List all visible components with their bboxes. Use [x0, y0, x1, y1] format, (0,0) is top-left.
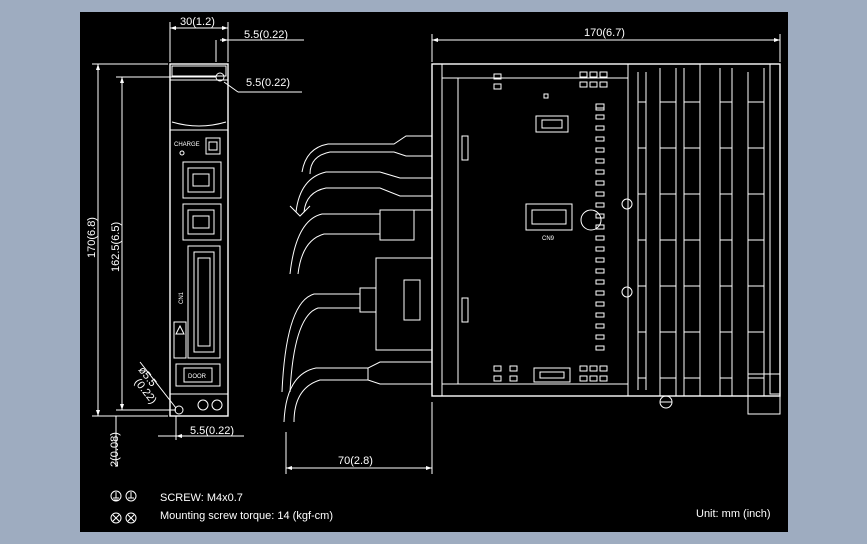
pcb-chip — [579, 71, 588, 78]
pcb-led — [595, 246, 605, 252]
pcb-chip — [589, 71, 598, 78]
dim-top-offset-b: 5.5(0.22) — [246, 77, 290, 89]
door-connector[interactable] — [175, 363, 221, 387]
pcb-led — [595, 202, 605, 208]
pcb-led — [595, 114, 605, 120]
pcb-led — [595, 257, 605, 263]
top-pad — [535, 115, 569, 133]
warning-label — [173, 321, 187, 359]
cable-2 — [295, 171, 432, 213]
pcb-led — [595, 125, 605, 131]
pcb-led — [595, 180, 605, 186]
dim-height-170: 170(6.8) — [86, 217, 98, 258]
dim-depth: 170(6.7) — [584, 27, 625, 39]
pcb-chip — [589, 375, 598, 382]
io-label: CN1 — [179, 291, 185, 304]
terminal-screw-icon-2 — [125, 512, 137, 524]
ethernet-port-2[interactable] — [182, 203, 222, 241]
pcb-chip — [493, 375, 502, 382]
charge-led — [179, 150, 185, 156]
fin-screw-1 — [621, 198, 633, 210]
front-housing — [169, 63, 229, 417]
pcb-led — [595, 312, 605, 318]
pcb-led — [595, 334, 605, 340]
cable-5 — [367, 361, 432, 385]
cables — [281, 135, 432, 423]
side-view: CN9 — [431, 63, 781, 415]
dim-height-162: 162.5(6.5) — [110, 222, 122, 272]
pcb-chip — [509, 375, 518, 382]
pcb-led — [595, 191, 605, 197]
pcb-led — [595, 136, 605, 142]
fin-markers — [638, 101, 764, 379]
dimension-drawing: CHARGE CN1 DOOR 30(1.2) — [86, 16, 781, 524]
pcb-led — [595, 158, 605, 164]
cable-1 — [301, 135, 432, 173]
side-slot-2 — [461, 297, 469, 323]
side-housing — [431, 63, 781, 397]
dim-bottom-offset: 5.5(0.22) — [190, 425, 234, 437]
pcb-chip — [493, 365, 502, 372]
fin-screw-2 — [621, 286, 633, 298]
ground-icon — [110, 490, 122, 502]
pcb-chip — [589, 81, 598, 88]
side-slot-1 — [461, 135, 469, 161]
drawing-frame: CHARGE CN1 DOOR 30(1.2) — [80, 12, 788, 532]
cn9-label: CN9 — [542, 236, 555, 242]
pcb-chip — [599, 375, 608, 382]
dim-top-offset-a: 5.5(0.22) — [244, 29, 288, 41]
torque-note: Mounting screw torque: 14 (kgf-cm) — [160, 510, 333, 522]
cn9-knob — [580, 209, 602, 231]
pcb-chip — [509, 365, 518, 372]
pcb-chip — [493, 73, 502, 80]
screw-note: SCREW: M4x0.7 — [160, 492, 243, 504]
unit-note: Unit: mm (inch) — [696, 508, 771, 520]
pcb-chip — [493, 83, 502, 90]
charge-label: CHARGE — [174, 142, 200, 148]
pcb-led — [595, 103, 605, 109]
pcb-chip — [589, 365, 598, 372]
pcb-chip — [579, 365, 588, 372]
pcb-chip — [599, 71, 608, 78]
pcb-led — [595, 290, 605, 296]
front-top-cap — [171, 65, 227, 77]
pcb-led — [595, 213, 605, 219]
side-bracket — [747, 373, 781, 415]
front-view: CHARGE CN1 DOOR — [169, 63, 229, 417]
bottom-pad — [533, 367, 571, 383]
pcb-led — [595, 268, 605, 274]
ethernet-port-1[interactable] — [182, 161, 222, 199]
front-dimensions: 30(1.2) 5.5(0.22) 5.5(0.22) 170(6.8) 162… — [86, 16, 304, 467]
usb-port[interactable] — [205, 137, 221, 155]
side-dimensions: 170(6.7) 70(2.8) — [285, 27, 781, 474]
ground-icon-2 — [125, 490, 137, 502]
pcb-led — [595, 169, 605, 175]
pcb-chip — [599, 365, 608, 372]
pcb-chip — [599, 81, 608, 88]
terminal-screw-1 — [197, 399, 209, 411]
pcb-components — [493, 71, 608, 382]
pcb-chip — [579, 375, 588, 382]
notes: SCREW: M4x0.7 Mounting screw torque: 14 … — [110, 490, 771, 524]
pcb-led — [595, 279, 605, 285]
pcb-led — [595, 301, 605, 307]
pcb-led — [595, 235, 605, 241]
pcb-led — [595, 224, 605, 230]
terminal-screw-icon — [110, 512, 122, 524]
dim-cable-clearance: 70(2.8) — [338, 455, 373, 467]
door-label: DOOR — [188, 374, 207, 380]
pcb-led — [595, 345, 605, 351]
pcb-led — [595, 323, 605, 329]
io-connector[interactable] — [187, 245, 221, 359]
dim-bottom: 2(0.08) — [109, 432, 121, 467]
pcb-led — [595, 103, 605, 111]
pcb-led — [595, 147, 605, 153]
pcb-chip — [579, 81, 588, 88]
cable-3 — [379, 209, 432, 241]
dim-width: 30(1.2) — [180, 16, 215, 28]
front-mount-hole-bottom — [174, 405, 184, 415]
pcb-chip — [543, 93, 549, 99]
cn9-connector[interactable] — [525, 203, 573, 231]
terminal-screw-2 — [211, 399, 223, 411]
